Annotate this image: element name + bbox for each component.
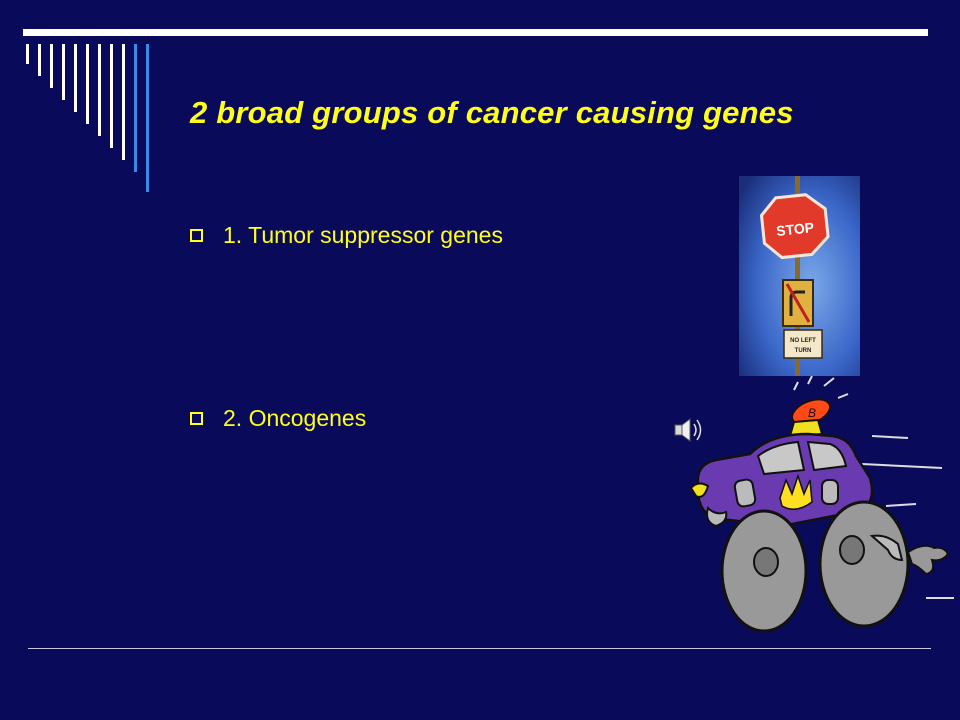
stop-sign-photo: STOP NO LEFT TURN [739,176,860,376]
bottom-rule [28,648,931,649]
stripe-bar [74,44,77,112]
square-bullet-icon [190,411,203,425]
stripe-bar [122,44,125,160]
svg-text:STOP: STOP [775,219,814,239]
svg-text:B: B [808,406,816,420]
police-car-cartoon: B [689,376,954,633]
stripe-bar [110,44,113,148]
bullet-text-2: 2. Oncogenes [223,404,367,431]
bullet-item-1: 1. Tumor suppressor genes [190,215,503,255]
stripe-bar [86,44,89,124]
svg-text:NO LEFT: NO LEFT [790,338,816,344]
speaker-icon[interactable] [673,414,707,446]
top-rule [23,29,928,36]
stripe-bar [38,44,41,76]
slide-title: 2 broad groups of cancer causing genes [190,95,794,130]
stripe-bar [50,44,53,88]
stripe-bar [146,44,149,192]
bullet-item-2: 2. Oncogenes [190,398,366,438]
svg-text:TURN: TURN [795,348,812,354]
bullet-text-1: 1. Tumor suppressor genes [223,221,503,248]
stripe-bar [26,44,29,64]
square-bullet-icon [190,228,203,242]
stripe-bar [134,44,137,172]
stripe-bar [98,44,101,136]
stripe-bar [62,44,65,100]
